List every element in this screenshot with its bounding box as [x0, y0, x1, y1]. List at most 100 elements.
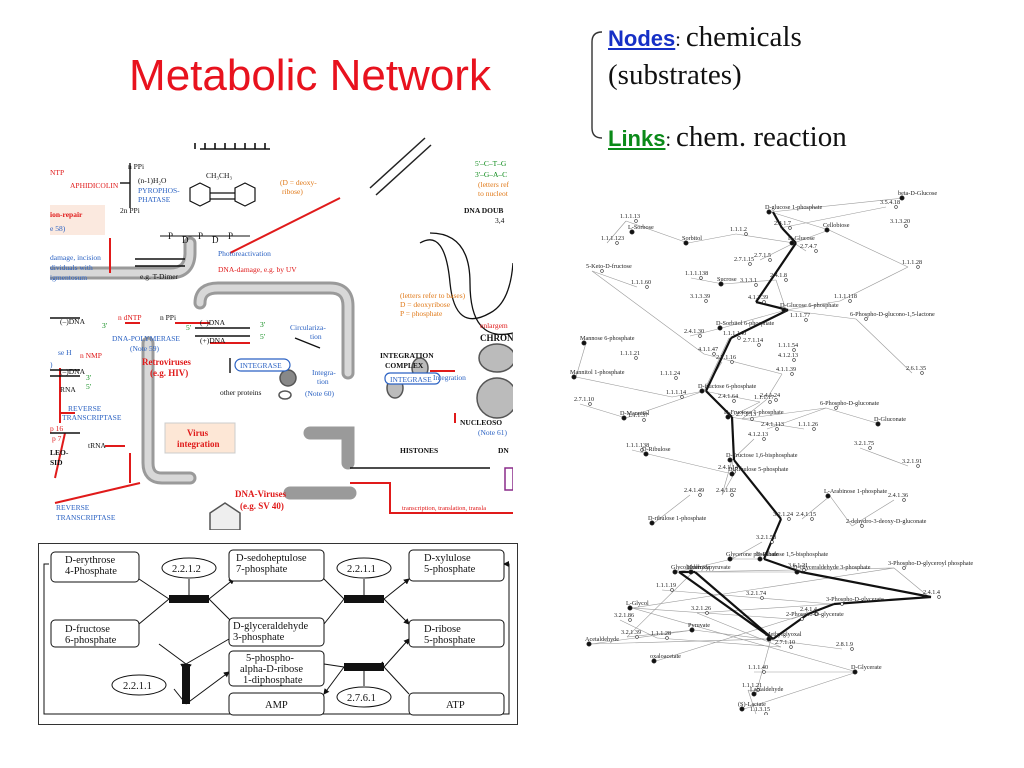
enzyme-node	[698, 493, 702, 497]
svg-text:alpha-D-ribose: alpha-D-ribose	[240, 664, 303, 675]
network-edge	[625, 390, 705, 419]
enzyme-node	[674, 376, 678, 380]
network-label: 2.7.1.13	[736, 411, 756, 418]
enzyme-node	[760, 596, 764, 600]
network-label: Glycerone phosphate	[726, 551, 779, 558]
network-label: 1.1.1.28	[902, 259, 922, 266]
network-label: D-Glucose 6-phosphate	[780, 302, 839, 309]
slide-title: Metabolic Network	[129, 51, 491, 100]
metabolite-node	[689, 627, 695, 633]
network-label: 1.1.1.138	[626, 442, 649, 449]
network-edge	[696, 612, 782, 648]
metabolite-node	[789, 240, 795, 246]
network-label: 2.7.1.15	[734, 256, 754, 263]
enzyme-node	[814, 612, 818, 616]
node-d-xylulose	[408, 549, 505, 582]
network-main-edge	[694, 571, 774, 640]
dna-replication-diagram: P D P D P NTP APHIDICOLIN n PPi (n-1)H₂O…	[50, 133, 513, 530]
network-edge	[690, 277, 724, 285]
network-edge	[747, 689, 757, 715]
network-label: D-Sorbitol 6-phosphate	[716, 320, 775, 327]
node-d-sedoheptulose	[228, 549, 325, 582]
network-label: D-Fructose 1,6-bisphosphate	[726, 452, 798, 459]
network-edge	[631, 607, 858, 673]
enzyme-node	[802, 568, 806, 572]
network-label: 3.2.1.74	[746, 590, 766, 597]
network-edge	[703, 390, 761, 403]
enzyme-node	[770, 540, 774, 544]
links-keyword: Links	[608, 126, 666, 151]
network-label: beta-D-Glucose	[898, 190, 937, 197]
network-label: 1.1.1.2	[730, 226, 747, 233]
node-d-glyceraldehyde	[228, 617, 325, 647]
network-label: 3.6.1.21	[788, 562, 808, 569]
enzyme-node	[634, 356, 638, 360]
svg-text:(e.g. HIV): (e.g. HIV)	[150, 368, 188, 378]
enzyme-node	[916, 265, 920, 269]
svg-text:3': 3'	[86, 373, 92, 382]
network-label: Sorbitol	[682, 235, 702, 242]
enzyme-node	[645, 285, 649, 289]
network-edge	[656, 637, 782, 648]
enzyme-node	[764, 712, 768, 715]
network-edge	[687, 233, 737, 244]
network-main-edge	[763, 557, 802, 574]
network-label: 5-Keto-D-fructose	[586, 263, 632, 270]
svg-text:D: D	[212, 235, 219, 245]
svg-text:(D = deoxy-: (D = deoxy-	[280, 178, 317, 187]
enzyme-node	[642, 418, 646, 422]
legend-nodes: Nodes: chemicals	[608, 21, 802, 53]
enzyme-node	[635, 635, 639, 639]
metabolite-node	[629, 229, 635, 235]
enzyme-node	[848, 299, 852, 303]
metabolite-node	[621, 415, 627, 421]
network-label: 2.4.1.49	[684, 487, 704, 494]
network-label: Sucrose	[717, 276, 737, 283]
network-label: 3.2.1.86	[614, 612, 634, 619]
enzyme-node	[864, 317, 868, 321]
enzyme-node	[768, 258, 772, 262]
node-d-fructose	[50, 619, 140, 648]
svg-text:n PPi: n PPi	[160, 313, 176, 322]
network-edge	[647, 453, 725, 473]
enzyme-node	[810, 517, 814, 521]
metabolite-node	[672, 569, 678, 575]
network-edge	[741, 407, 827, 420]
svg-text:dividuals with: dividuals with	[50, 263, 93, 272]
nodes-keyword: Nodes	[608, 26, 676, 51]
svg-text:(Note 61): (Note 61)	[478, 428, 507, 437]
network-label: 3.2.1.75	[854, 440, 874, 447]
enzyme-node	[834, 406, 838, 410]
svg-text:5': 5'	[86, 382, 92, 391]
network-label: 2.7.1.14	[743, 337, 763, 344]
enzyme-node	[787, 517, 791, 521]
enzyme-node	[744, 232, 748, 236]
svg-text:DNA DOUB: DNA DOUB	[464, 206, 503, 215]
network-label: 2.7.1.10	[775, 639, 795, 646]
svg-text:(e.g. SV 40): (e.g. SV 40)	[240, 501, 284, 511]
network-label: 1.1.3.15	[750, 706, 770, 713]
network-edge	[591, 270, 638, 288]
network-edge	[721, 459, 733, 496]
network-label: 1.1.1.17	[754, 394, 774, 401]
svg-text:2n PPi: 2n PPi	[120, 206, 140, 215]
network-label: (S)-Lactate	[738, 701, 766, 708]
network-label: 1.1.1.40	[748, 664, 768, 671]
network-label: 2-Phospho-D-glycerate	[786, 611, 844, 618]
network-label: 6-Phospho-D-gluconate	[820, 400, 879, 407]
svg-text:tion: tion	[310, 332, 322, 341]
enzyme-node	[737, 336, 741, 340]
svg-text:to nucleot: to nucleot	[478, 189, 509, 198]
metabolite-node	[729, 471, 735, 477]
svg-text:tion: tion	[317, 377, 329, 386]
network-edge	[626, 571, 694, 638]
network-edge	[689, 327, 723, 337]
network-edge	[829, 495, 853, 527]
svg-text:TRANSCRIPTASE: TRANSCRIPTASE	[62, 413, 122, 422]
metabolite-node	[739, 706, 745, 712]
network-label: 3.2.1.26	[691, 605, 711, 612]
network-edge	[770, 197, 905, 213]
svg-text:Photoreactivation: Photoreactivation	[218, 249, 271, 258]
node-atp	[408, 692, 505, 716]
network-label: D-glucose 1-phosphate	[765, 204, 822, 211]
